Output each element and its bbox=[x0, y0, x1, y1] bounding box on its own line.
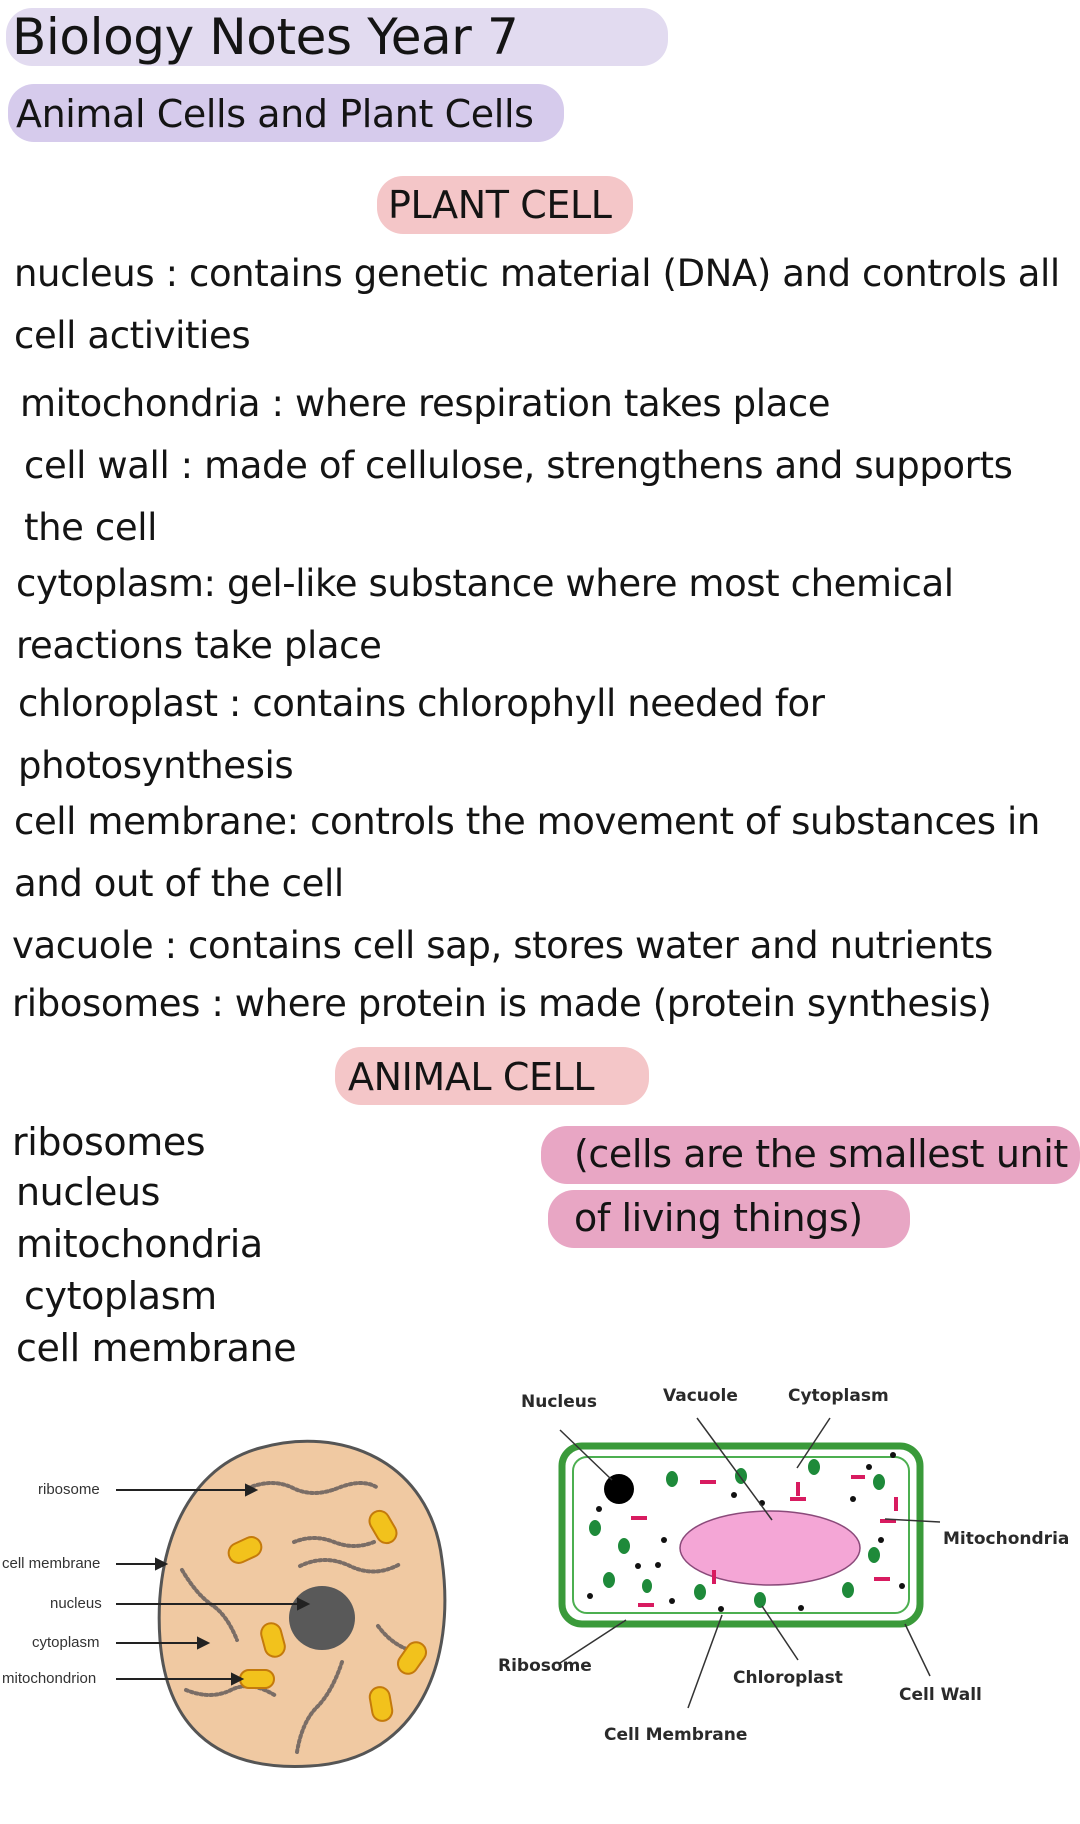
plant-heading-highlight bbox=[377, 176, 633, 234]
plant-cell-heading: PLANT CELL bbox=[388, 183, 612, 227]
plant-nucleus bbox=[604, 1474, 634, 1504]
animal-label-arrows bbox=[116, 1483, 311, 1686]
mitochondria-dashes bbox=[631, 1475, 898, 1607]
animal-label-mitochondrion: mitochondrion bbox=[2, 1670, 97, 1687]
animal-part-item: mitochondria bbox=[16, 1222, 263, 1266]
animal-label-nucleus: nucleus bbox=[50, 1595, 102, 1612]
plant-label-cell-wall: Cell Wall bbox=[899, 1685, 982, 1705]
plant-note-line: cell membrane: controls the movement of … bbox=[14, 800, 1040, 843]
callout-highlight-2 bbox=[548, 1190, 910, 1248]
ribosome-dots bbox=[587, 1452, 905, 1612]
animal-label-cell-membrane: cell membrane bbox=[2, 1555, 101, 1572]
plant-note-line: reactions take place bbox=[16, 624, 382, 667]
mitochondria-shapes bbox=[227, 1509, 428, 1722]
plant-label-cytoplasm: Cytoplasm bbox=[788, 1386, 889, 1406]
animal-part-item: nucleus bbox=[16, 1170, 161, 1214]
animal-part-item: cytoplasm bbox=[24, 1274, 217, 1318]
plant-note-line: ribosomes : where protein is made (prote… bbox=[12, 982, 992, 1025]
page-subtitle: Animal Cells and Plant Cells bbox=[16, 92, 534, 136]
animal-label-ribosome: ribosome bbox=[38, 1481, 100, 1498]
plant-label-ribosome: Ribosome bbox=[498, 1656, 592, 1676]
plant-note-line: mitochondria : where respiration takes p… bbox=[20, 382, 831, 425]
animal-label-cytoplasm: cytoplasm bbox=[32, 1634, 100, 1651]
callout-highlight-1 bbox=[541, 1126, 1080, 1184]
animal-heading-highlight bbox=[335, 1047, 649, 1105]
animal-nucleus bbox=[289, 1586, 355, 1650]
plant-label-chloroplast: Chloroplast bbox=[733, 1668, 843, 1688]
subtitle-highlight bbox=[8, 84, 564, 142]
plant-label-cell-membrane: Cell Membrane bbox=[604, 1725, 748, 1745]
chloroplast-shapes bbox=[589, 1459, 885, 1608]
plant-label-mitochondria: Mitochondria bbox=[943, 1529, 1070, 1549]
plant-label-lines bbox=[559, 1417, 941, 1709]
page-title: Biology Notes Year 7 bbox=[12, 8, 519, 66]
animal-part-item: cell membrane bbox=[16, 1326, 297, 1370]
plant-note-line: photosynthesis bbox=[18, 744, 294, 787]
callout-line-2: of living things) bbox=[574, 1196, 863, 1240]
animal-cell-diagram bbox=[116, 1439, 447, 1768]
plant-note-line: cell activities bbox=[14, 314, 251, 357]
animal-part-item: ribosomes bbox=[12, 1120, 206, 1164]
plant-note-line: chloroplast : contains chlorophyll neede… bbox=[18, 682, 825, 725]
plant-vacuole bbox=[679, 1510, 861, 1586]
plant-cell-diagram bbox=[558, 1417, 941, 1709]
plant-note-line: the cell bbox=[24, 506, 157, 549]
callout-line-1: (cells are the smallest unit bbox=[574, 1132, 1068, 1176]
plant-note-line: cell wall : made of cellulose, strengthe… bbox=[24, 444, 1013, 487]
plant-note-line: vacuole : contains cell sap, stores wate… bbox=[12, 924, 993, 967]
plant-label-nucleus: Nucleus bbox=[521, 1392, 597, 1412]
animal-cell-heading: ANIMAL CELL bbox=[348, 1055, 595, 1099]
title-highlight bbox=[6, 8, 668, 66]
plant-cell-membrane bbox=[572, 1456, 910, 1614]
plant-note-line: cytoplasm: gel-like substance where most… bbox=[16, 562, 954, 605]
plant-note-line: nucleus : contains genetic material (DNA… bbox=[14, 252, 1060, 295]
plant-note-line: and out of the cell bbox=[14, 862, 344, 905]
ribosome-strands bbox=[180, 1481, 415, 1754]
plant-label-vacuole: Vacuole bbox=[663, 1386, 738, 1406]
